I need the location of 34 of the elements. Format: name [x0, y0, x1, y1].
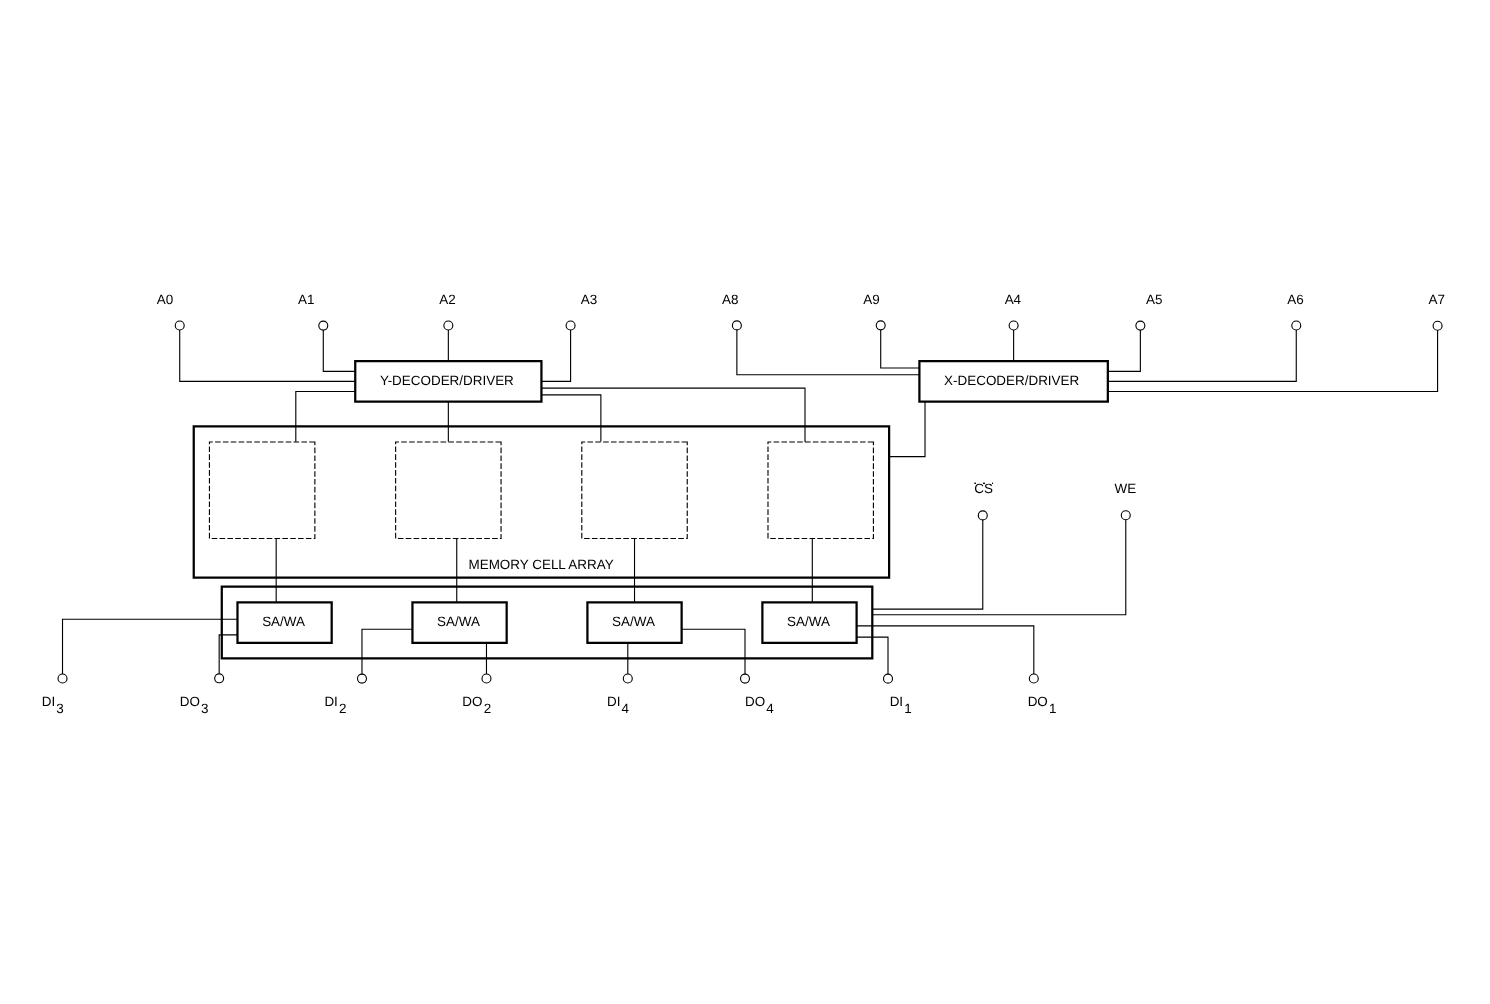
connector: [731, 320, 920, 376]
node-box: [395, 441, 502, 539]
connector: [275, 538, 277, 603]
connector: [1107, 320, 1146, 372]
connector: [856, 636, 894, 684]
connector: [456, 538, 458, 603]
connector: [481, 642, 492, 684]
connector: [541, 387, 806, 443]
connector: [295, 390, 356, 443]
connector: [856, 625, 1039, 684]
connector: [1107, 320, 1443, 393]
connector: [57, 618, 238, 684]
connector: [541, 320, 576, 382]
cluster: [220, 585, 874, 660]
node-box: [767, 441, 874, 539]
node-box: [581, 441, 688, 539]
connector: [1008, 320, 1019, 362]
connector: [681, 628, 751, 684]
connector: [540, 394, 602, 442]
node-box: [208, 441, 316, 539]
connector: [443, 320, 454, 362]
connector: [888, 401, 926, 458]
connector: [811, 538, 813, 603]
connector: [875, 320, 920, 369]
connector: [871, 510, 1131, 616]
connector: [214, 634, 238, 684]
connector: [318, 320, 356, 372]
connector: [447, 401, 449, 443]
connector: [633, 538, 636, 603]
connector: [174, 320, 356, 382]
connector: [356, 628, 413, 684]
connector: [871, 510, 988, 610]
connector: [622, 642, 633, 684]
connector: [1107, 320, 1302, 382]
